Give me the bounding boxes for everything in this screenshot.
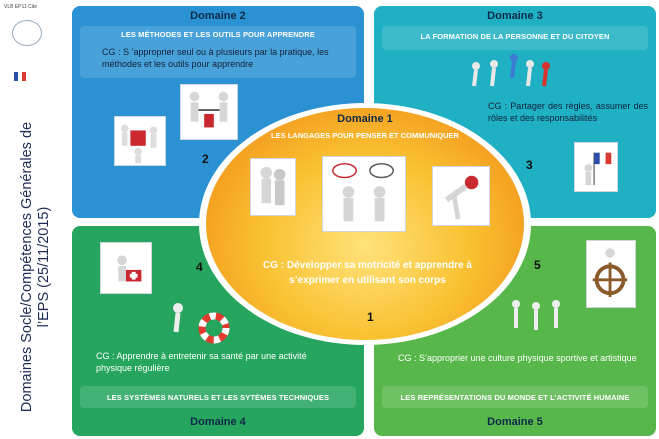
medical-kit-image <box>100 242 152 294</box>
academy-logo: VLB EP11 Cite <box>4 4 62 84</box>
domain-4-title: Domaine 4 <box>190 416 246 428</box>
domain-1-theme: LES LANGAGES POUR PENSER ET COMMUNIQUER <box>271 131 459 140</box>
talking-people-image <box>322 156 406 232</box>
domain-3-cg: CG : Partager des règles, assumer des rô… <box>488 101 648 123</box>
domain-4-number: 4 <box>196 260 203 274</box>
domain-3-theme: LA FORMATION DE LA PERSONNE ET DU CITOYE… <box>420 32 610 41</box>
domain-5-title: Domaine 5 <box>487 416 543 428</box>
domain-2-number: 2 <box>202 152 209 166</box>
french-flag-icon <box>14 72 26 81</box>
academy-logo-icon <box>12 20 42 46</box>
logo-text: VLB EP11 Cite <box>4 4 37 10</box>
flag-person-image <box>574 142 618 192</box>
domain-5-cg: CG : S’approprier une culture physique s… <box>398 353 637 363</box>
teamwork-puzzle-image <box>114 116 166 166</box>
dancers-image <box>502 294 572 342</box>
domain-1-cg: CG : Développer sa motricité et apprendr… <box>263 260 472 286</box>
domain-1-title: Domaine 1 <box>337 113 393 125</box>
side-title-text: Domaines Socle/Compétences Générales de … <box>19 121 52 413</box>
domain-3-title: Domaine 3 <box>487 10 543 22</box>
runners-leader-image <box>464 52 554 96</box>
hugging-people-image <box>250 158 296 216</box>
lifebuoy-runner-image <box>162 294 232 350</box>
people-pulling-image <box>180 84 238 140</box>
domain-4-cg: CG : Apprendre à entretenir sa santé par… <box>96 351 307 373</box>
domain-4-theme: LES SYSTÈMES NATURELS ET LES SYTÈMES TEC… <box>106 393 330 402</box>
domain-5-theme: LES REPRÉSENTATIONS DU MONDE ET L’ACTIVI… <box>400 393 630 402</box>
ship-wheel-image <box>586 240 636 308</box>
domain-3-number: 3 <box>526 158 533 172</box>
domain-2-cg: CG : S ’approprier seul ou à plusieurs p… <box>102 47 329 69</box>
side-title: Domaines Socle/Compétences Générales de … <box>6 100 66 430</box>
domain-5-number: 5 <box>534 258 541 272</box>
domain-2-title: Domaine 2 <box>190 10 246 22</box>
domain-2-theme: LES MÉTHODES ET LES OUTILS POUR APPRENDR… <box>121 30 315 39</box>
acrobat-image <box>432 166 490 226</box>
domain-1-number: 1 <box>367 310 374 324</box>
